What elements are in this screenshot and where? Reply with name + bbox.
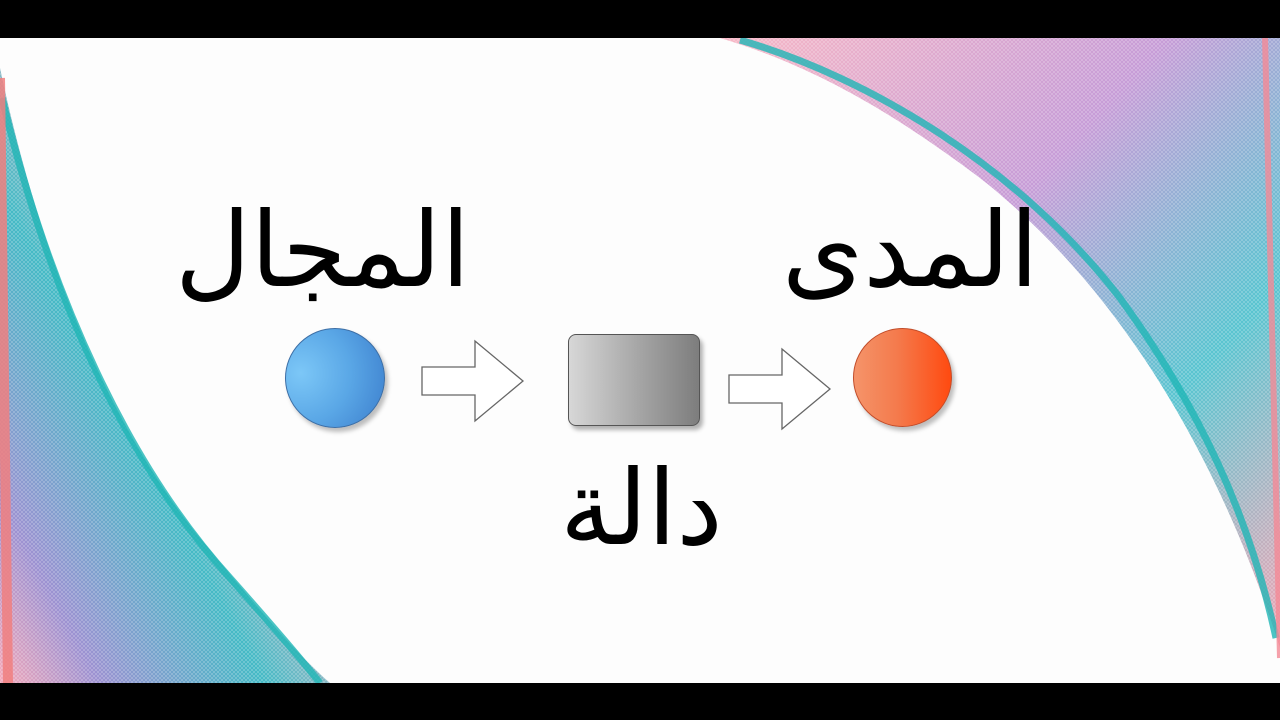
domain-node (285, 328, 385, 428)
right-arrow-icon (728, 347, 832, 431)
range-label: المدى (782, 189, 1039, 311)
decorative-background (0, 38, 1280, 683)
slide: المجال المدى دالة (0, 38, 1280, 683)
function-node (568, 334, 700, 426)
range-node (853, 328, 952, 427)
function-label: دالة (560, 447, 723, 569)
right-arrow-icon (421, 339, 525, 423)
domain-label: المجال (175, 189, 471, 311)
